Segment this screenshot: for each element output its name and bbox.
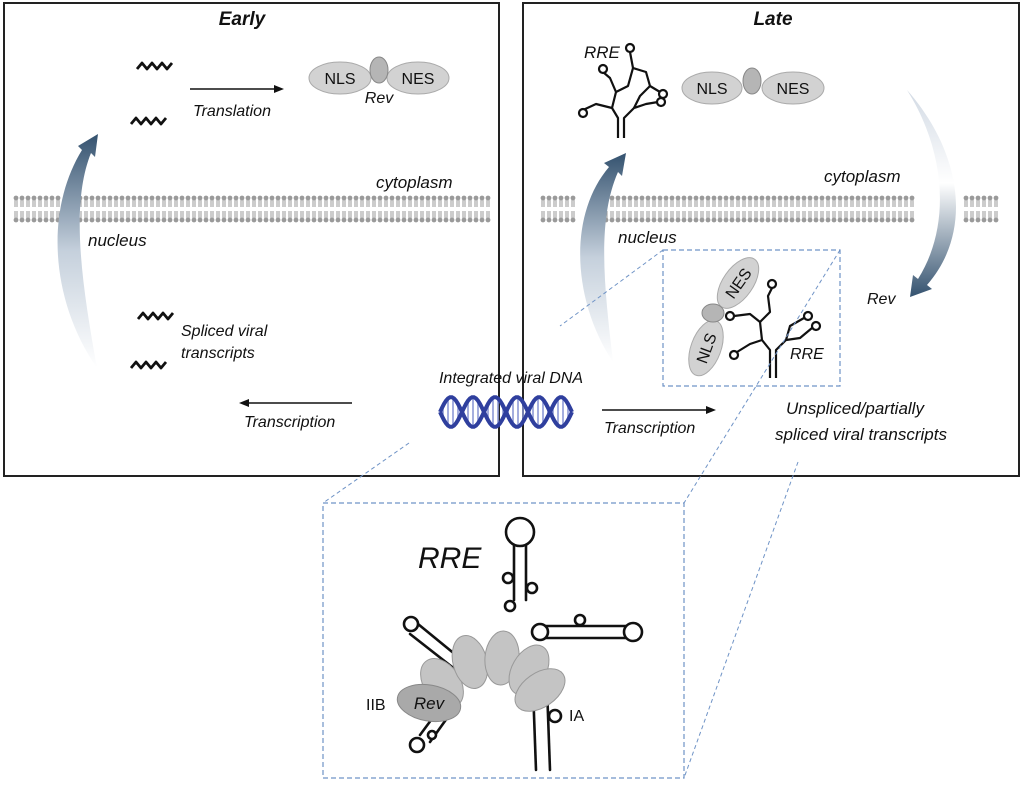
unspliced-label-2: spliced viral transcripts: [775, 425, 947, 444]
late-nucleus-label: nucleus: [618, 228, 677, 247]
late-import-arrow: [907, 90, 956, 297]
dna-label: Integrated viral DNA: [439, 370, 583, 387]
early-panel: Early Translation NLS NES Rev cytoplasm …: [3, 2, 500, 477]
nes-label: NES: [402, 71, 435, 88]
rev-label: Rev: [365, 90, 394, 107]
dna-helix-icon: [438, 395, 574, 429]
zoom-iib-label: IIB: [366, 697, 386, 714]
rev-multimer: Rev: [396, 630, 566, 723]
inset-rre-label: RRE: [790, 346, 824, 363]
late-nls-label: NLS: [696, 81, 727, 98]
zoom-rev-label: Rev: [414, 694, 446, 713]
late-title: Late: [753, 9, 793, 30]
late-inset-box: [662, 249, 841, 387]
late-transcription-label: Transcription: [604, 420, 695, 437]
spliced-label-2: transcripts: [181, 345, 255, 362]
zoom-rre-label: RRE: [418, 542, 482, 575]
early-title: Early: [219, 9, 267, 30]
late-nes-label: NES: [777, 81, 810, 98]
spliced-label-1: Spliced viral: [181, 323, 268, 340]
early-transcription-label: Transcription: [244, 414, 335, 431]
late-rre-top: [577, 42, 669, 138]
late-panel: Late RRE NLS NES cytoplasm nucleus: [522, 2, 1020, 477]
late-rev-label: Rev: [867, 291, 896, 308]
early-nucleus-label: nucleus: [88, 231, 147, 250]
unspliced-label-1: Unspliced/partially: [786, 399, 925, 418]
late-rre-top-label: RRE: [584, 43, 621, 62]
rre-zoom: RRE: [322, 249, 841, 779]
inset-rev-rre: NES NLS RRE: [688, 257, 824, 378]
integrated-dna: Integrated viral DNA: [438, 370, 583, 429]
rev-protein-late: NLS NES: [681, 67, 825, 105]
early-export-arrow: [57, 134, 98, 368]
late-export-arrow: [580, 153, 626, 362]
rev-protein-early: NLS NES Rev: [308, 56, 450, 107]
translation-label: Translation: [193, 103, 271, 120]
zoom-ia-label: IA: [569, 708, 584, 725]
late-cytoplasm-label: cytoplasm: [824, 167, 901, 186]
nls-label: NLS: [324, 71, 355, 88]
early-cytoplasm-label: cytoplasm: [376, 173, 453, 192]
dna-strand-2: [438, 395, 574, 429]
